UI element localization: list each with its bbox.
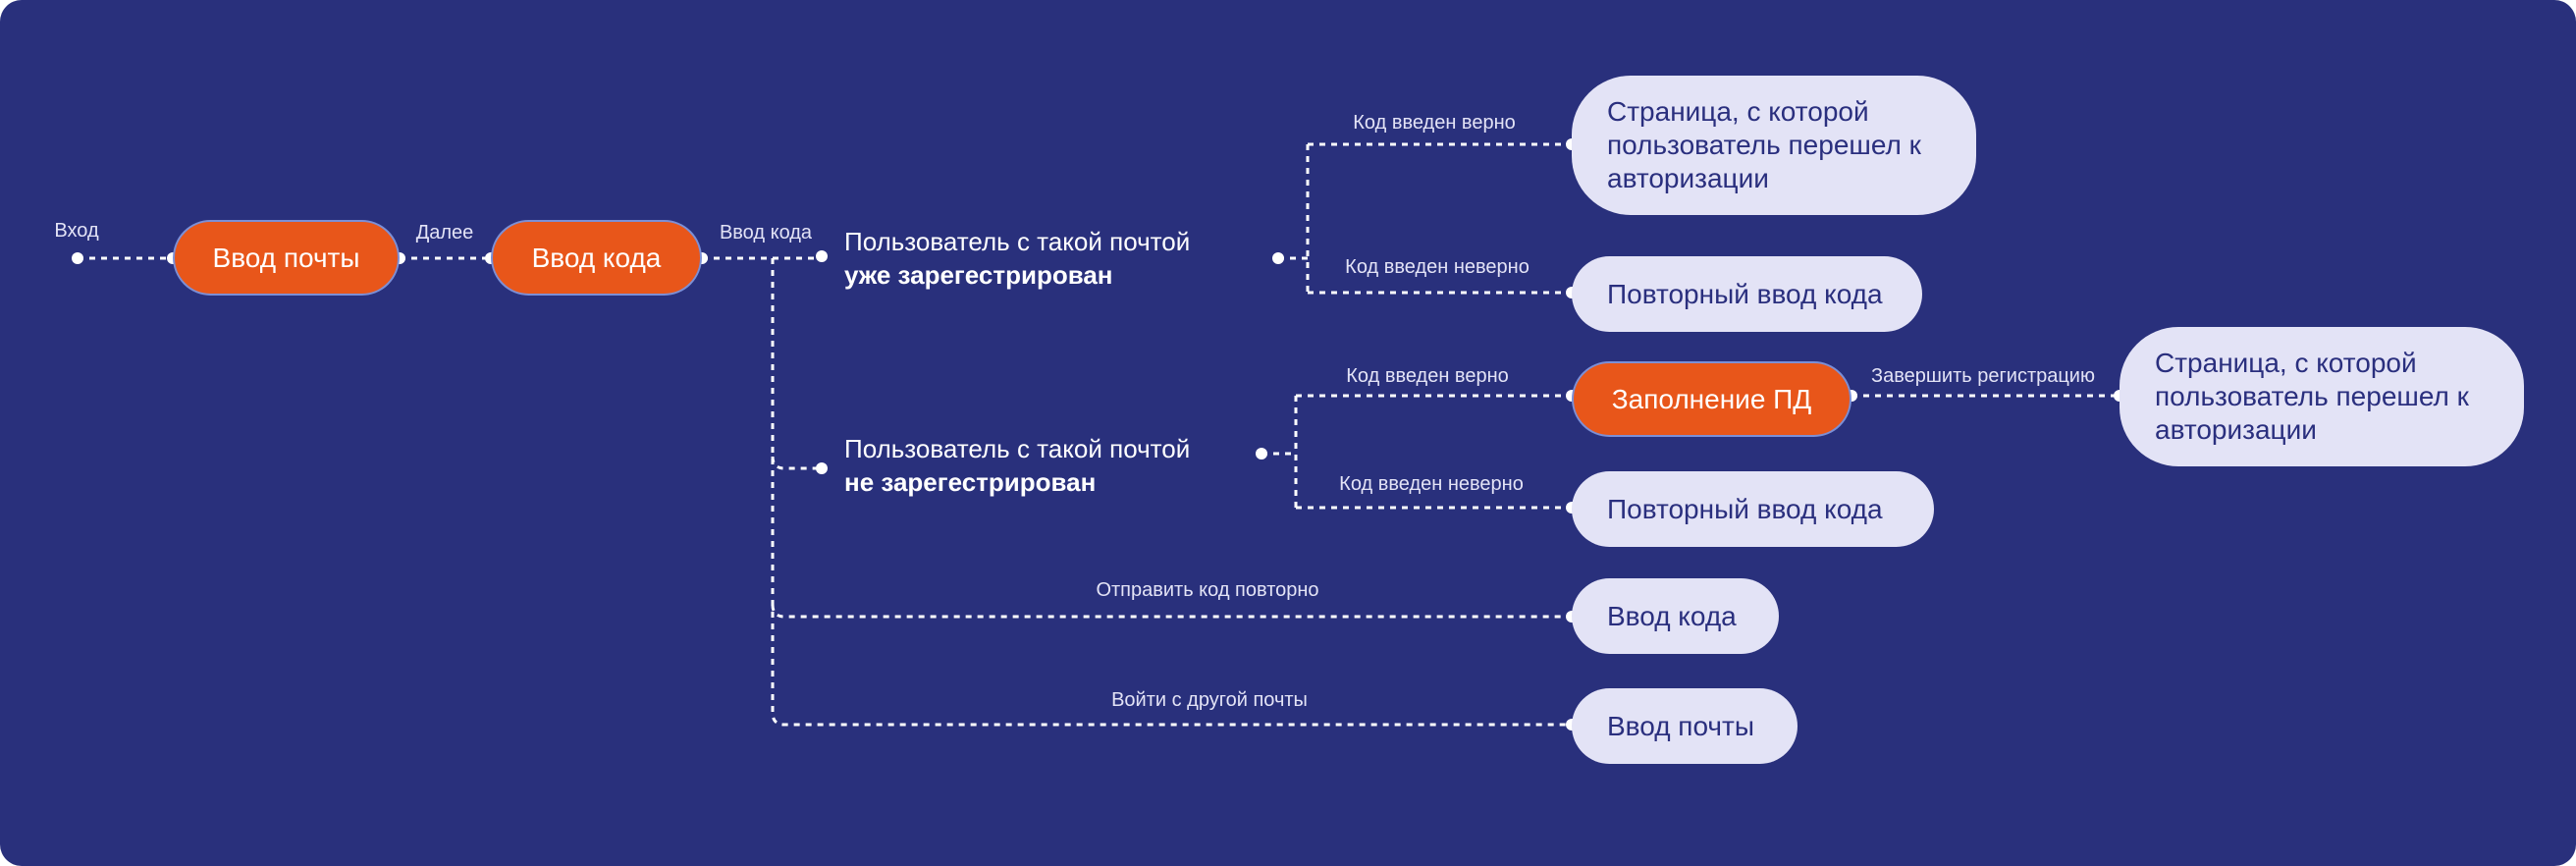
node-label: Повторный ввод кода (1607, 278, 1883, 309)
node-other-email-input: Ввод почты (1572, 688, 1798, 764)
edge-label-reg-correct: Код введен верно (1353, 112, 1516, 134)
node-label: Ввод кода (531, 242, 662, 273)
state-line1: Пользователь с такой почтой (844, 434, 1191, 463)
edge-label-enter-code: Ввод кода (719, 222, 813, 244)
node-new-user-source-page: Страница, с которой пользователь перешел… (2120, 327, 2524, 466)
edge-label-other-email: Войти с другой почты (1111, 689, 1308, 711)
node-label: Ввод почты (1607, 710, 1754, 741)
state-registered: Пользователь с такой почтой уже зарегест… (844, 225, 1190, 292)
state-line2: уже зарегестрирован (844, 260, 1113, 290)
node-registered-source-page: Страница, с которой пользователь перешел… (1572, 76, 1976, 215)
state-line1: Пользователь с такой почтой (844, 227, 1191, 256)
node-label: Ввод кода (1607, 600, 1737, 631)
edge-label-finish: Завершить регистрацию (1871, 365, 2095, 387)
node-new-user-retry-code: Повторный ввод кода (1572, 471, 1934, 547)
state-line2: не зарегестрирован (844, 467, 1097, 497)
edge-label-reg-wrong: Код введен неверно (1345, 256, 1530, 278)
node-email-input: Ввод почты (173, 220, 400, 296)
node-label: Заполнение ПД (1611, 383, 1812, 414)
node-fill-personal-data: Заполнение ПД (1572, 361, 1852, 437)
edge-label-next: Далее (415, 222, 474, 244)
node-code-input: Ввод кода (491, 220, 702, 296)
node-registered-retry-code: Повторный ввод кода (1572, 256, 1922, 332)
edge-to-not-registered (771, 456, 822, 470)
edge-label-resend: Отправить код повторно (1096, 579, 1319, 601)
edge-label-new-wrong: Код введен неверно (1339, 473, 1524, 495)
entry-label: Вход (54, 220, 99, 242)
node-label: Страница, с которой пользователь перешел… (1607, 96, 1921, 193)
node-label: Повторный ввод кода (1607, 493, 1883, 524)
node-label: Страница, с которой пользователь перешел… (2155, 348, 2469, 445)
edge-registered-split (1278, 142, 1572, 295)
edge-trunk (771, 258, 1572, 727)
edge-resend (771, 604, 1572, 619)
edge-new-split (1261, 394, 1572, 510)
edge-label-new-correct: Код введен верно (1346, 365, 1509, 387)
state-not-registered: Пользователь с такой почтой не зарегестр… (844, 432, 1190, 499)
node-resend-code-input: Ввод кода (1572, 578, 1779, 654)
node-label: Ввод почты (212, 242, 360, 273)
